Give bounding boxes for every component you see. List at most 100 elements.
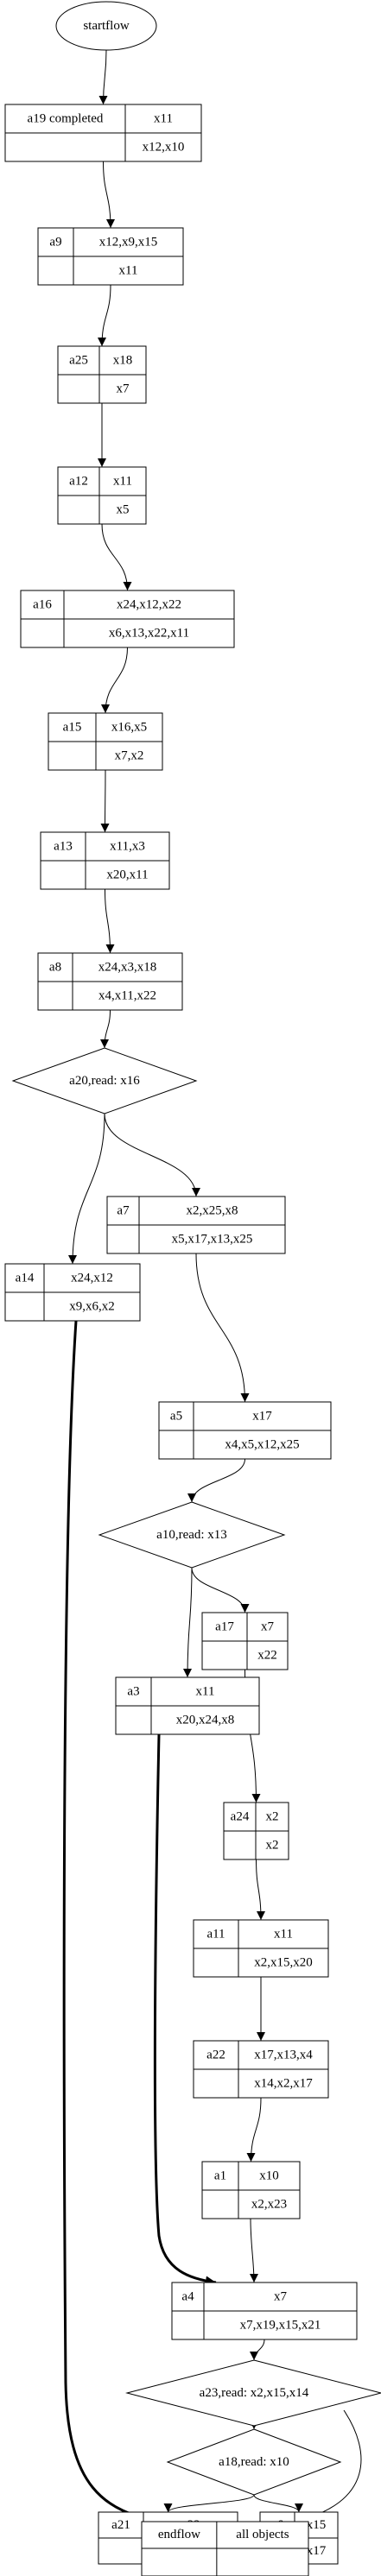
node-writes: x12,x10 bbox=[143, 141, 185, 155]
node-writes: x5 bbox=[117, 503, 130, 517]
node-reads: x7 bbox=[274, 2290, 288, 2304]
node-writes: x4,x11,x22 bbox=[98, 989, 156, 1003]
edge-a9-to-a25 bbox=[98, 284, 111, 347]
node-writes: x2,x23 bbox=[251, 2198, 287, 2212]
node-writes: x6,x13,x22,x11 bbox=[109, 627, 189, 641]
node-name: a11 bbox=[206, 1928, 225, 1941]
node-reads: x17 bbox=[252, 1410, 272, 1424]
decision-label: a10,read: x13 bbox=[156, 1528, 227, 1542]
edge-a20-to-a7 bbox=[104, 1113, 200, 1197]
node-writes: x14,x2,x17 bbox=[254, 2077, 313, 2091]
decision-a20: a20,read: x16 bbox=[11, 1047, 198, 1114]
node-name: a4 bbox=[181, 2290, 194, 2304]
node-name: a16 bbox=[33, 598, 52, 612]
node-reads: x16,x5 bbox=[111, 721, 147, 735]
node-writes: x5,x17,x13,x25 bbox=[172, 1233, 253, 1247]
decision-diamond bbox=[98, 1501, 286, 1569]
node-a19: a19 completed x11 x12,x10 bbox=[4, 104, 202, 162]
node-name: a24 bbox=[231, 1810, 250, 1824]
node-reads: x24,x12 bbox=[71, 1272, 113, 1285]
node-reads: x18 bbox=[113, 354, 133, 368]
edge-a10-to-a3 bbox=[183, 1567, 193, 1678]
node-reads: x2 bbox=[266, 1810, 279, 1824]
start-ellipse bbox=[55, 1, 157, 51]
node-name: a19 completed bbox=[28, 112, 104, 126]
node-writes: x7,x19,x15,x21 bbox=[240, 2319, 321, 2333]
node-a4: a4 x7 x7,x19,x15,x21 bbox=[171, 2282, 358, 2340]
node-reads: x17,x13,x4 bbox=[254, 2049, 313, 2062]
node-name: a17 bbox=[215, 1620, 234, 1634]
node-reads: x24,x12,x22 bbox=[117, 598, 181, 612]
edge-a16-to-a15 bbox=[101, 647, 128, 714]
edge-a18-to-a6 bbox=[253, 2494, 303, 2513]
node-a25: a25 x18 x7 bbox=[57, 345, 147, 404]
end-node: endflow all objects bbox=[141, 2521, 309, 2576]
start-label: startflow bbox=[83, 19, 129, 33]
node-name: a3 bbox=[127, 1685, 139, 1699]
node-reads: x11,x3 bbox=[110, 840, 145, 854]
node-reads: x7 bbox=[261, 1620, 275, 1634]
edge-a14-to-end_left bbox=[62, 1320, 163, 2526]
decision-label: a18,read: x10 bbox=[219, 2455, 289, 2469]
edge-a10-to-a17 bbox=[191, 1567, 250, 1613]
node-writes: x9,x6,x2 bbox=[69, 1300, 115, 1314]
edge-a8-to-a20 bbox=[100, 1009, 111, 1049]
edge-a24-to-a11 bbox=[256, 1859, 265, 1921]
node-writes: x7 bbox=[117, 382, 130, 396]
node-name: a5 bbox=[170, 1410, 182, 1424]
decision-diamond bbox=[166, 2428, 342, 2496]
node-writes: x11 bbox=[119, 264, 138, 278]
node-a9: a9 x12,x9,x15 x11 bbox=[37, 227, 184, 286]
node-writes: x2 bbox=[266, 1839, 279, 1853]
end-left-label: endflow bbox=[158, 2528, 200, 2541]
node-a24: a24 x2 x2 bbox=[223, 1802, 289, 1860]
decision-label: a20,read: x16 bbox=[69, 1074, 140, 1088]
node-a13: a13 x11,x3 x20,x11 bbox=[40, 831, 170, 890]
edge-a20-to-a14 bbox=[68, 1113, 105, 1265]
node-a15: a15 x16,x5 x7,x2 bbox=[48, 712, 163, 771]
decision-diamond bbox=[11, 1047, 198, 1114]
edge-a19-to-a9 bbox=[103, 161, 115, 229]
node-name: a1 bbox=[214, 2169, 226, 2183]
node-reads: x12,x9,x15 bbox=[99, 236, 158, 249]
edge-a7-to-a5 bbox=[195, 1253, 250, 1403]
node-name: a25 bbox=[69, 354, 88, 368]
node-writes: x20,x24,x8 bbox=[176, 1714, 235, 1727]
node-name: a9 bbox=[49, 236, 61, 249]
node-a12: a12 x11 x5 bbox=[57, 466, 147, 525]
node-reads: x11 bbox=[154, 112, 173, 126]
end-right-label: all objects bbox=[236, 2528, 289, 2541]
node-a3: a3 x11 x20,x24,x8 bbox=[115, 1676, 260, 1735]
node-reads: x10 bbox=[259, 2169, 279, 2183]
edge-a22-to-a1 bbox=[246, 2097, 262, 2162]
node-a1: a1 x10 x2,x23 bbox=[201, 2161, 301, 2219]
node-name: a12 bbox=[69, 475, 88, 489]
node-writes: x7,x2 bbox=[115, 749, 144, 763]
decision-a10: a10,read: x13 bbox=[98, 1501, 286, 1569]
node-name: a13 bbox=[54, 840, 73, 854]
node-a16: a16 x24,x12,x22 x6,x13,x22,x11 bbox=[20, 590, 235, 648]
node-name: a15 bbox=[63, 721, 82, 735]
node-reads: x11 bbox=[113, 475, 132, 489]
node-reads: x11 bbox=[196, 1685, 215, 1699]
edge-a1-to-a4 bbox=[249, 2218, 258, 2283]
node-writes: x20,x11 bbox=[106, 868, 148, 882]
node-writes: x17 bbox=[307, 2544, 327, 2558]
node-name: a21 bbox=[111, 2518, 130, 2532]
edge-a12-to-a16 bbox=[101, 523, 132, 591]
node-reads: x24,x3,x18 bbox=[98, 961, 157, 975]
edge-start-to-a19 bbox=[98, 49, 108, 105]
node-writes: x22 bbox=[257, 1649, 277, 1663]
node-reads: x11 bbox=[274, 1928, 293, 1941]
edge-a13-to-a8 bbox=[105, 888, 115, 954]
decision-a23: a23,read: x2,x15,x14 bbox=[125, 2359, 381, 2427]
edge-a4-to-a23 bbox=[250, 2339, 265, 2361]
node-a17: a17 x7 x22 bbox=[201, 1612, 289, 1670]
node-reads: x15 bbox=[307, 2518, 327, 2532]
